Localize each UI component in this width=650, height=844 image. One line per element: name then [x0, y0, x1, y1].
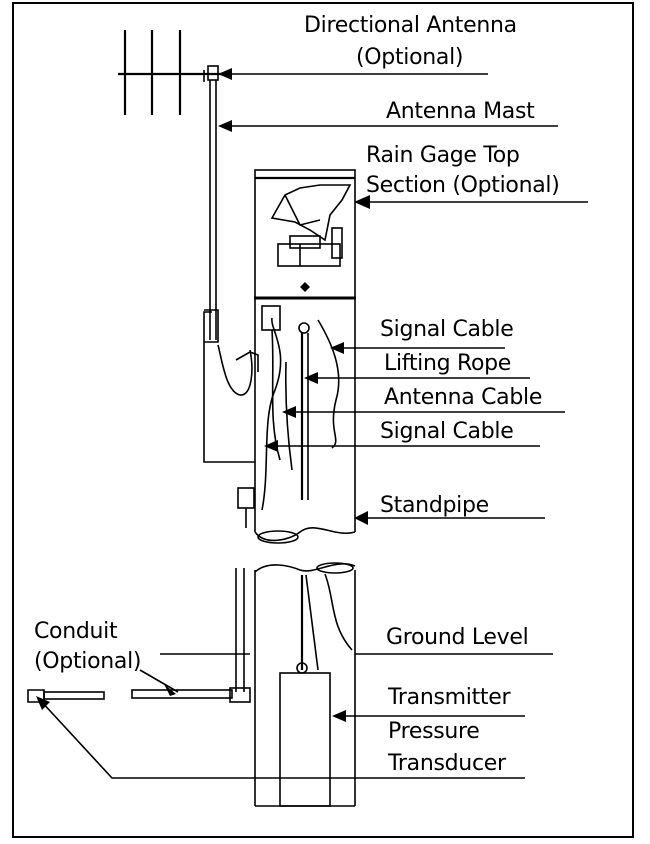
pressure-transducer-label-line2: Transducer [388, 751, 506, 776]
diagram-frame [12, 2, 634, 838]
conduit-icon [27, 689, 233, 703]
directional-antenna-icon [118, 30, 230, 115]
signal-cable-top-label: Signal Cable [380, 317, 514, 342]
antenna-mast-label: Antenna Mast [386, 99, 535, 124]
directional-antenna-label-line2: (Optional) [356, 45, 464, 70]
transmitter-label: Transmitter [388, 685, 511, 710]
pressure-transducer-label-line1: Pressure [388, 719, 480, 744]
conduit-label-line2: (Optional) [34, 649, 142, 674]
rain-gage-icon [254, 169, 356, 300]
standpipe-lower-icon [229, 562, 356, 807]
rain-gage-label-line2: Section (Optional) [366, 173, 560, 198]
leader-lines [39, 73, 588, 779]
conduit-label-line1: Conduit [34, 619, 118, 644]
signal-cable-bottom-label: Signal Cable [380, 419, 514, 444]
directional-antenna-label-line1: Directional Antenna [304, 13, 517, 38]
enclosure-icon [203, 309, 259, 463]
ground-level-label: Ground Level [386, 625, 529, 650]
antenna-mast-icon [209, 80, 217, 340]
antenna-cable-label: Antenna Cable [384, 385, 543, 410]
standpipe-label: Standpipe [380, 493, 489, 518]
lifting-rope-label: Lifting Rope [384, 351, 512, 376]
arrowheads [36, 68, 370, 722]
standpipe-upper-icon [237, 298, 356, 544]
rain-gage-label-line1: Rain Gage Top [366, 143, 520, 168]
